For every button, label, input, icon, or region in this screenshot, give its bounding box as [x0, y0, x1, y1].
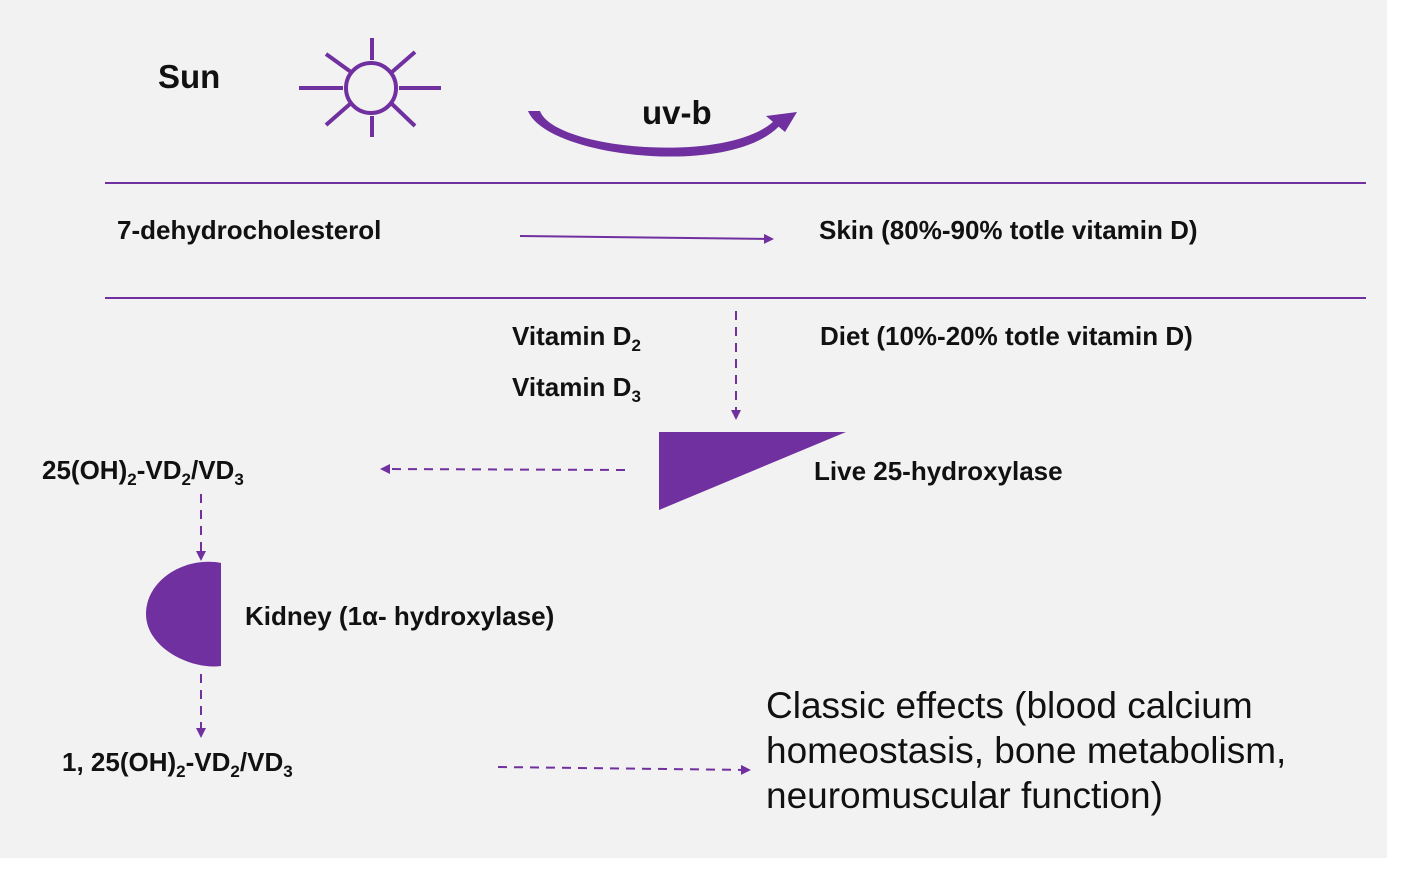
- sun-icon: [299, 38, 441, 137]
- vitamin-d2-base: Vitamin D: [512, 321, 632, 351]
- vitamin-d3-subscript: 3: [631, 387, 641, 406]
- oh125-sub2: 2: [230, 762, 240, 781]
- oh125-part2: -VD: [185, 747, 231, 777]
- liver-label: Live 25-hydroxylase: [814, 456, 1063, 486]
- sun-label: Sun: [158, 58, 221, 95]
- diagram-canvas: [0, 0, 1387, 858]
- oh125-sub3: 3: [283, 762, 293, 781]
- vitamin-d2-label: Vitamin D2: [512, 320, 641, 355]
- oh25-vd-label: 25(OH)2-VD2/VD3: [42, 454, 244, 489]
- oh25-part3: /VD: [190, 455, 235, 485]
- diet-label: Diet (10%-20% totle vitamin D): [820, 321, 1193, 351]
- arrow-dehydro-to-skin: [519, 233, 774, 244]
- oh125-part3: /VD: [239, 747, 284, 777]
- oh25-sub3: 3: [234, 470, 244, 489]
- liver-wedge-icon: [659, 432, 846, 510]
- uvb-curved-arrow: [528, 111, 797, 157]
- kidney-icon: [146, 561, 221, 667]
- oh125-sub1: 2: [176, 762, 186, 781]
- oh25-part2: -VD: [136, 455, 182, 485]
- skin-label: Skin (80%-90% totle vitamin D): [819, 215, 1198, 245]
- classic-effects-label: Classic effects (blood calcium homeostas…: [766, 685, 1287, 816]
- oh25-sub1: 2: [127, 470, 137, 489]
- arrow-125oh-to-effects: [497, 764, 751, 775]
- kidney-label: Kidney (1α- hydroxylase): [245, 601, 555, 631]
- vitamin-d3-base: Vitamin D: [512, 372, 632, 402]
- arrow-liver-to-25oh: [380, 464, 626, 475]
- oh125-vd-label: 1, 25(OH)2-VD2/VD3: [62, 746, 293, 781]
- oh125-part1: 1, 25(OH): [62, 747, 177, 777]
- vitamin-d2-subscript: 2: [631, 336, 641, 355]
- vitamin-d3-label: Vitamin D3: [512, 371, 641, 406]
- dehydrocholesterol-label: 7-dehydrocholesterol: [117, 215, 382, 245]
- uvb-label: uv-b: [642, 94, 712, 131]
- oh25-part1: 25(OH): [42, 455, 128, 485]
- oh25-sub2: 2: [181, 470, 191, 489]
